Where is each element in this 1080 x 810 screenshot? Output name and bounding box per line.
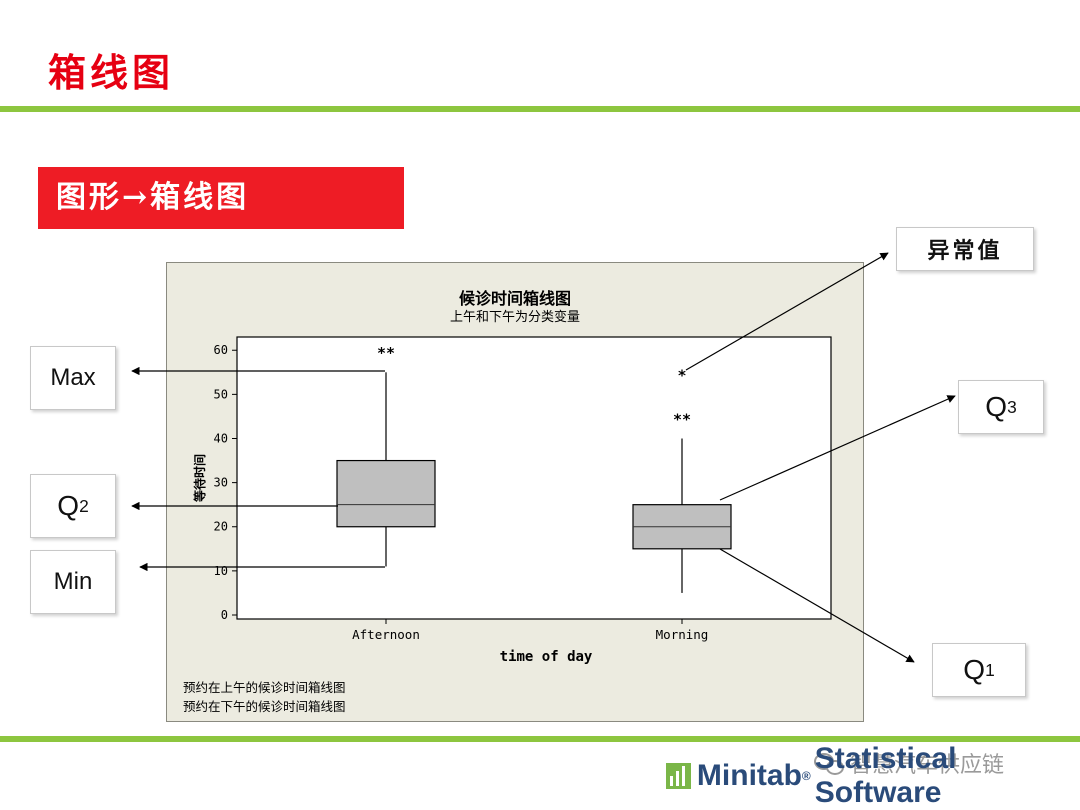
- plot-area: [236, 336, 832, 620]
- y-tick-label: 30: [214, 476, 228, 490]
- chart-title: 候诊时间箱线图: [458, 289, 571, 308]
- watermark-text: 智慧汽车供应链: [850, 753, 1005, 778]
- y-tick-label: 50: [214, 387, 228, 401]
- chart-subtitle: 上午和下午为分类变量: [449, 310, 580, 325]
- watermark: 智慧汽车供应链: [814, 747, 1004, 779]
- minitab-logo-icon: [666, 763, 691, 789]
- top-divider: [0, 106, 1080, 112]
- callout-min: Min: [30, 550, 116, 614]
- box-iqr: [336, 459, 436, 528]
- callout-q1-sub: 1: [985, 659, 995, 680]
- callout-outlier: 异常值: [896, 227, 1034, 271]
- y-axis-label: 等待时间: [192, 454, 207, 503]
- bottom-divider: [0, 736, 1080, 742]
- callout-q2-letter: Q: [57, 490, 80, 521]
- minitab-brand: Minitab ® Statistical Software: [666, 742, 1080, 809]
- outlier-marker: **: [377, 344, 395, 362]
- boxplot-chart: 0102030405060等待时间Afternoon**Morning***ti…: [192, 336, 832, 665]
- brand-name: Minitab: [696, 759, 802, 792]
- x-tick-label: Morning: [656, 627, 709, 642]
- callout-q3-letter: Q: [985, 391, 1008, 422]
- outlier-marker: *: [677, 366, 686, 384]
- chart-panel: 候诊时间箱线图 上午和下午为分类变量 0 10 20 30 40 50 60 等待时间 Afte…: [166, 262, 864, 722]
- y-tick-label: 40: [214, 431, 228, 445]
- wechat-icon: [814, 752, 844, 775]
- page-title: 箱线图: [48, 50, 175, 95]
- chart-note-afternoon: 预约在下午的候诊时间箱线图: [183, 699, 346, 714]
- chart-note-morning: 预约在上午的候诊时间箱线图: [183, 680, 346, 695]
- brand-reg: ®: [801, 769, 811, 783]
- y-tick-label: 0: [221, 608, 228, 622]
- x-axis-label: time of day: [500, 649, 593, 665]
- y-tick-label: 20: [214, 520, 228, 534]
- brand-tail: Statistical Software: [814, 742, 957, 809]
- callout-q2-sub: 2: [79, 495, 89, 516]
- outlier-marker: **: [673, 410, 691, 428]
- callout-max: Max: [30, 346, 116, 410]
- x-tick-label: Afternoon: [352, 627, 420, 642]
- y-tick-label: 10: [214, 564, 228, 578]
- callout-q3-sub: 3: [1007, 396, 1017, 417]
- callout-q1-letter: Q: [963, 654, 986, 685]
- y-tick-label: 60: [214, 343, 228, 357]
- section-banner: 图形→箱线图: [38, 167, 404, 229]
